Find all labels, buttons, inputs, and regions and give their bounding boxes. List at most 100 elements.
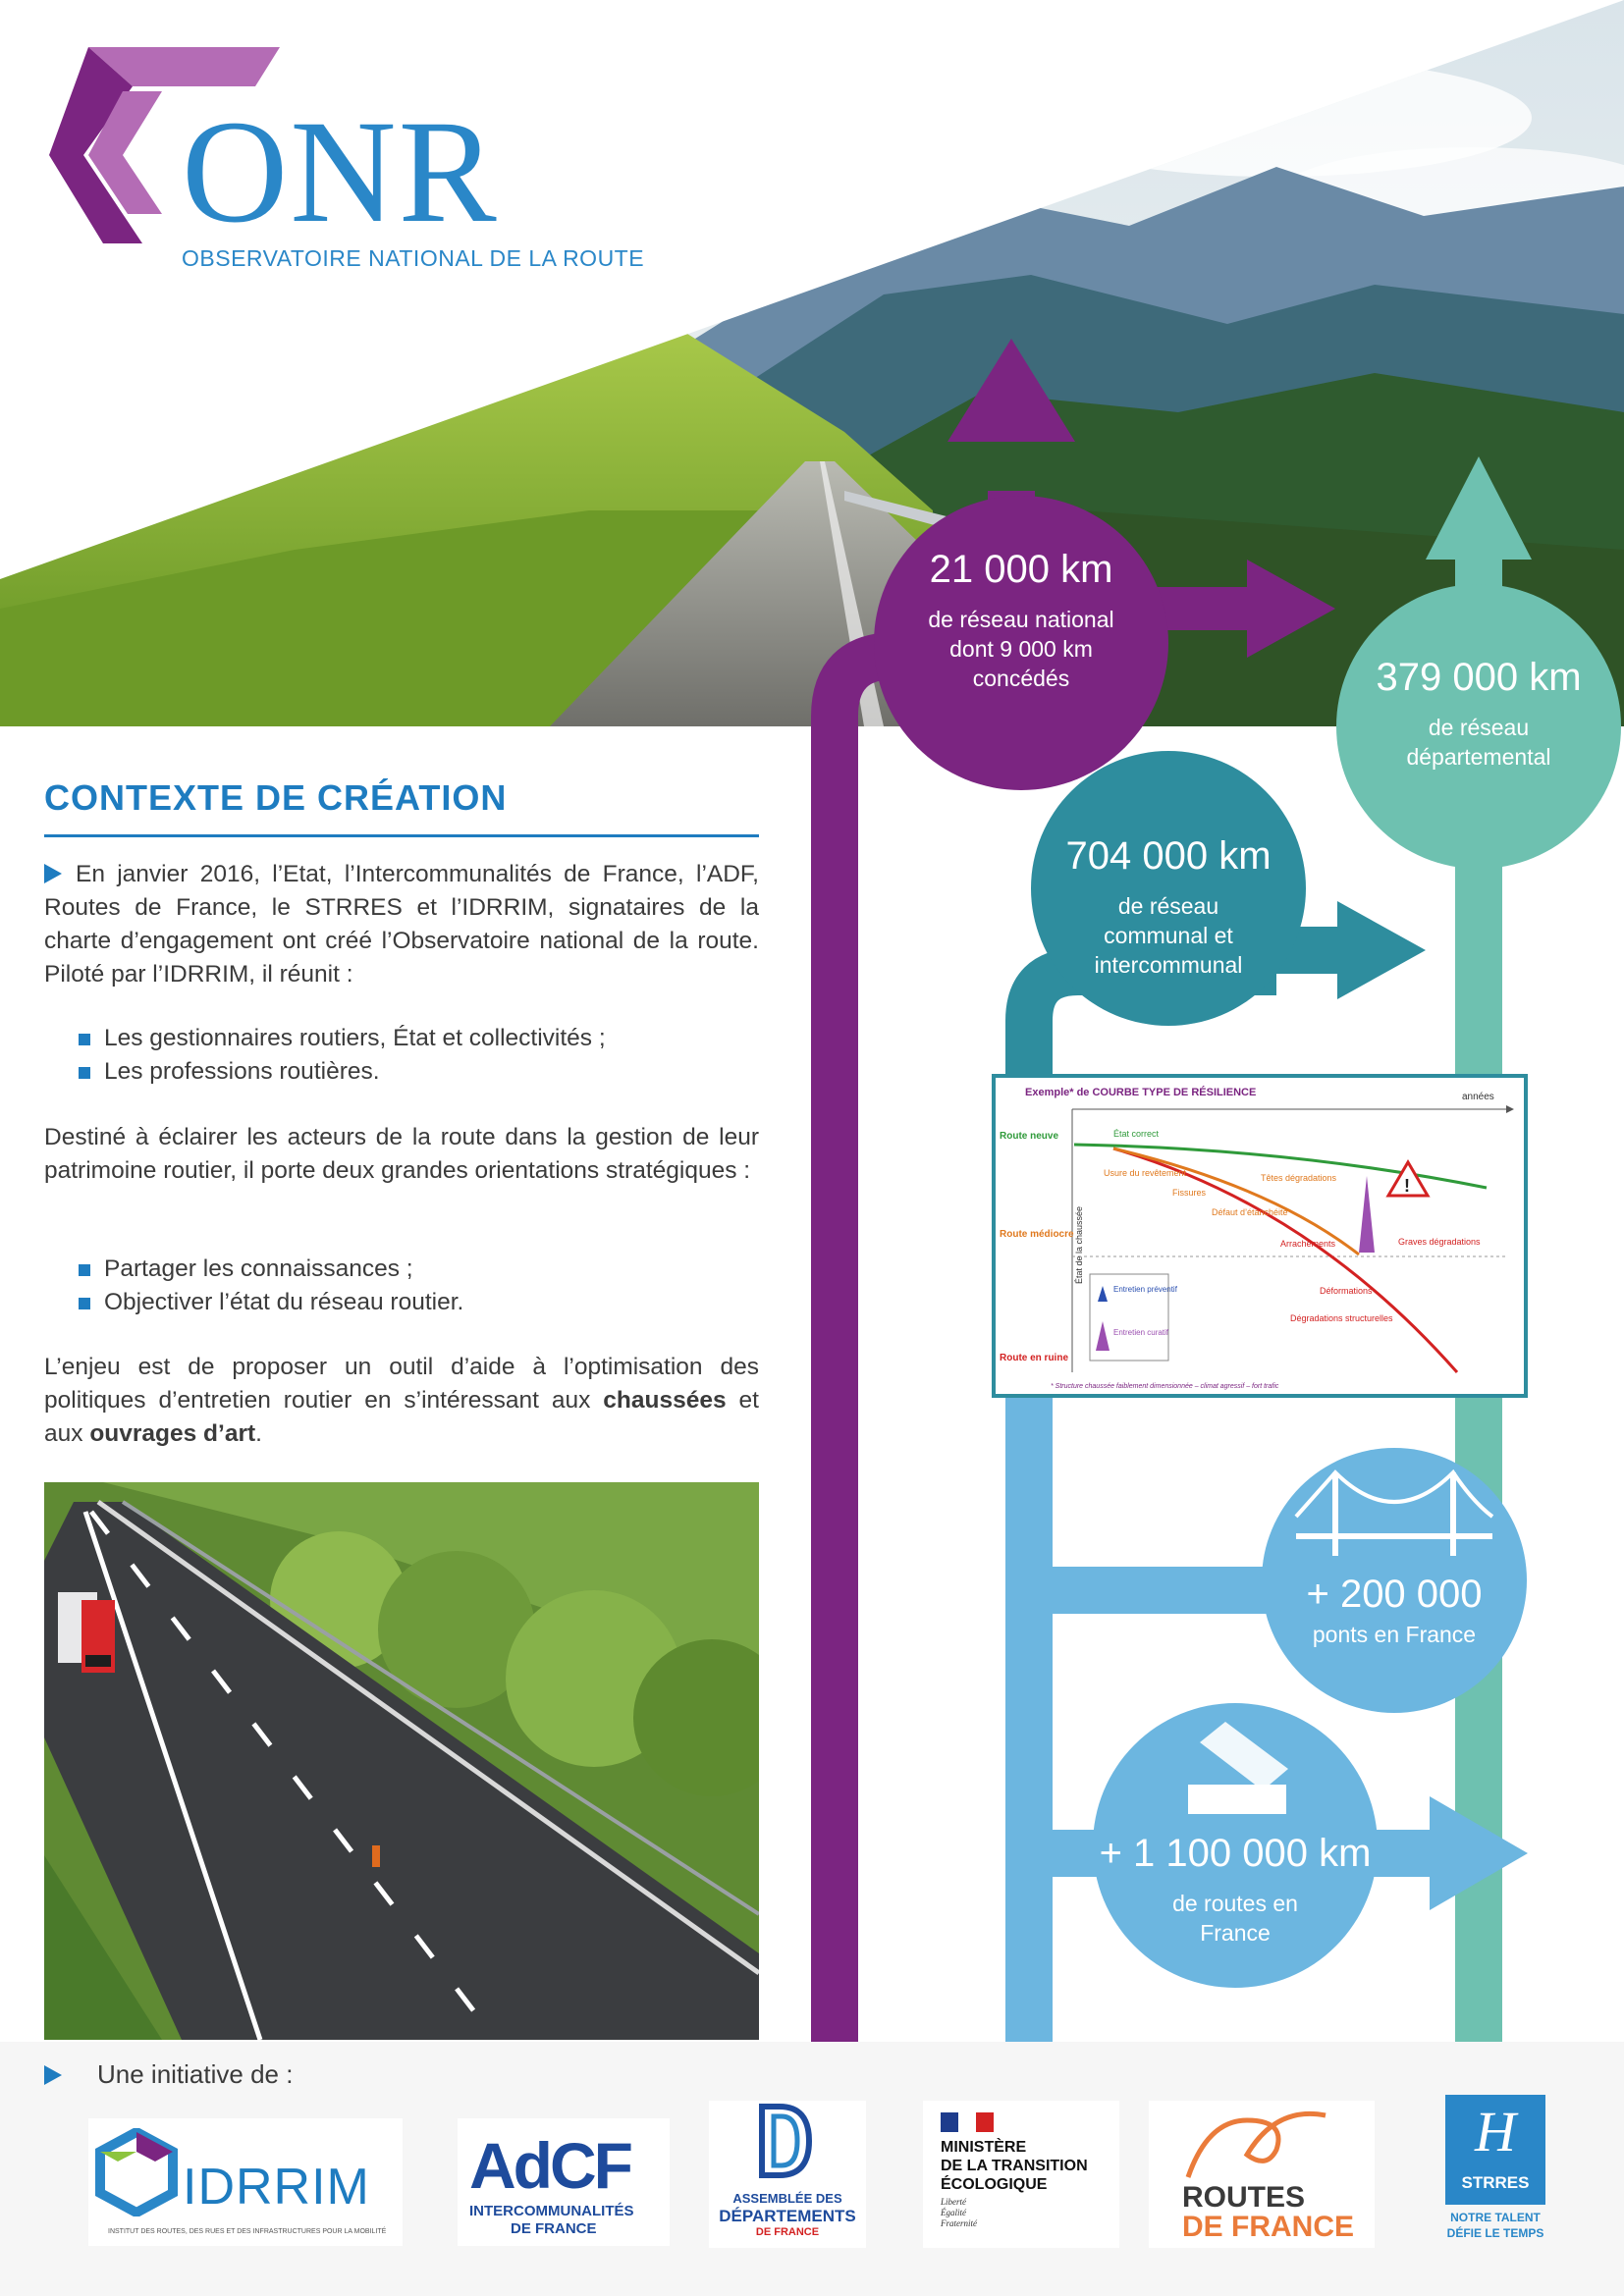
- routes-stat: + 1 100 000 km de routes en France: [1078, 1832, 1392, 1948]
- idrrim-logo: IDRRIM INSTITUT DES ROUTES, DES RUES ET …: [88, 2118, 403, 2246]
- marianne-flag-icon: [941, 2112, 994, 2132]
- adf-line3: DE FRANCE: [755, 2226, 820, 2238]
- degradation-curve: [1112, 1147, 1459, 1373]
- good-condition-curve: [1073, 1143, 1488, 1190]
- national-stat-value: 21 000 km: [929, 548, 1113, 591]
- issue-keyword-chaussees: chaussées: [603, 1387, 727, 1414]
- routes-de-france-swirl-icon: [1185, 2110, 1326, 2178]
- curve-label: Fissures: [1172, 1188, 1207, 1198]
- routes-stat-label: de routes en France: [1078, 1889, 1392, 1948]
- adcf-line2: DE FRANCE: [511, 2220, 597, 2237]
- curve-label: Déformations: [1320, 1286, 1373, 1296]
- adf-monogram-icon: [759, 2104, 813, 2178]
- preventive-arrow-icon: [1098, 1286, 1108, 1302]
- strres-line1: NOTRE TALENT: [1450, 2211, 1541, 2224]
- ministere-motto-line: Fraternité: [941, 2218, 977, 2228]
- curve-label: Graves dégradations: [1398, 1237, 1481, 1247]
- ministere-line: DE LA TRANSITION: [941, 2158, 1088, 2174]
- adcf-name: AdCF: [469, 2129, 633, 2202]
- communal-stat: 704 000 km de réseau communal et interco…: [1041, 834, 1296, 980]
- ministere-line: MINISTÈRE: [941, 2139, 1027, 2156]
- idrrim-name: IDRRIM: [183, 2159, 370, 2216]
- communal-stat-label-line: de réseau: [1117, 893, 1219, 919]
- play-arrow-icon: [44, 2065, 62, 2085]
- communal-stat-label-line: intercommunal: [1094, 952, 1243, 978]
- ministere-name: MINISTÈRE DE LA TRANSITION ÉCOLOGIQUE: [941, 2138, 1088, 2194]
- legend-label: Entretien curatif: [1113, 1328, 1169, 1337]
- departemental-stat-label: de réseau départemental: [1351, 713, 1606, 772]
- curative-arrow-icon: [1359, 1176, 1375, 1253]
- bridges-stat: + 200 000 ponts en France: [1276, 1573, 1512, 1649]
- section-title: CONTEXTE DE CRÉATION: [44, 777, 508, 818]
- list-item: Objectiver l’état du réseau routier.: [79, 1286, 766, 1319]
- resilience-footnote: * Structure chaussée faiblement dimensio…: [1051, 1383, 1279, 1390]
- idrrim-hexagon-icon: [95, 2128, 178, 2216]
- routes-stat-label-line: de routes en: [1172, 1891, 1298, 1916]
- curve-label: Dégradations structurelles: [1290, 1313, 1393, 1323]
- curve-label: État correct: [1113, 1129, 1160, 1139]
- communal-stat-label-line: communal et: [1104, 923, 1233, 948]
- list-item: Partager les connaissances ;: [79, 1253, 766, 1286]
- strres-line2: DÉFIE LE TEMPS: [1446, 2226, 1544, 2240]
- context-purpose: Destiné à éclairer les acteurs de la rou…: [44, 1124, 759, 1184]
- orientations-list: Partager les connaissances ; Objectiver …: [79, 1253, 766, 1319]
- departemental-stat-value: 379 000 km: [1376, 656, 1582, 699]
- strres-logo: H STRRES NOTRE TALENT DÉFIE LE TEMPS: [1441, 2091, 1549, 2258]
- issue-text: .: [255, 1420, 262, 1447]
- onr-logo-wordmark: ONR: [182, 90, 499, 253]
- adf-line2: DÉPARTEMENTS: [719, 2207, 856, 2225]
- ministere-logo: MINISTÈRE DE LA TRANSITION ÉCOLOGIQUE Li…: [923, 2101, 1119, 2248]
- road-cracks-icon: [1188, 1722, 1288, 1814]
- ministere-motto: Liberté Égalité Fraternité: [941, 2197, 977, 2229]
- warning-icon-mark: !: [1404, 1176, 1410, 1196]
- bridge-icon: [1294, 1468, 1494, 1556]
- resilience-chart: Exemple* de COURBE TYPE DE RÉSILIENCE an…: [1000, 1086, 1514, 1390]
- strres-h-icon: H: [1475, 2100, 1516, 2163]
- national-stat-label-line: dont 9 000 km: [949, 636, 1093, 662]
- routes-de-france-logo: ROUTES DE FRANCE: [1149, 2101, 1375, 2248]
- level-label: Route médiocre: [1000, 1229, 1074, 1240]
- ministere-motto-line: Égalité: [941, 2208, 966, 2217]
- strres-name: STRRES: [1461, 2173, 1530, 2192]
- resilience-chart-panel: Exemple* de COURBE TYPE DE RÉSILIENCE an…: [992, 1074, 1528, 1398]
- departemental-stat: 379 000 km de réseau départemental: [1351, 656, 1606, 772]
- departemental-network-road: [1455, 766, 1502, 2042]
- context-intro: En janvier 2016, l’Etat, l’Intercommunal…: [44, 858, 759, 991]
- idrrim-subtitle: INSTITUT DES ROUTES, DES RUES ET DES INF…: [108, 2228, 387, 2235]
- curative-arrow-icon: [1096, 1321, 1110, 1351]
- play-arrow-icon: [44, 864, 62, 883]
- level-label: Route neuve: [1000, 1131, 1058, 1142]
- curve-label: Têtes dégradations: [1261, 1173, 1337, 1183]
- legend-label: Entretien préventif: [1113, 1285, 1178, 1294]
- issue-text: L’enjeu est de proposer un outil d’aide …: [44, 1354, 759, 1414]
- curve-label: Arrachements: [1280, 1239, 1336, 1249]
- strres-badge: H STRRES: [1445, 2095, 1545, 2205]
- resilience-x-label: années: [1462, 1092, 1494, 1102]
- routes-de-france-line1: ROUTES: [1182, 2181, 1306, 2214]
- departemental-stat-label-line: départemental: [1406, 744, 1551, 770]
- communal-stat-label: de réseau communal et intercommunal: [1041, 891, 1296, 980]
- curve-label: Défaut d’étanchéité: [1212, 1207, 1288, 1217]
- national-stat-label-line: de réseau national: [928, 607, 1114, 632]
- routes-de-france-line2: DE FRANCE: [1182, 2211, 1355, 2243]
- national-stat: 21 000 km de réseau national dont 9 000 …: [874, 548, 1168, 693]
- ministere-line: ÉCOLOGIQUE: [941, 2176, 1048, 2193]
- members-list: Les gestionnaires routiers, État et coll…: [79, 1022, 766, 1089]
- departemental-stat-label-line: de réseau: [1428, 715, 1530, 740]
- onr-chevron-logo-icon: [49, 47, 280, 243]
- communal-stat-value: 704 000 km: [1065, 834, 1272, 878]
- curve-label: Usure du revêtement: [1104, 1168, 1187, 1178]
- issue-text: et aux: [44, 1387, 759, 1447]
- arrow-right-icon: [1337, 901, 1426, 999]
- national-stat-label-line: concédés: [972, 666, 1070, 691]
- resilience-y-label: État de la chaussée: [1074, 1206, 1084, 1284]
- adf-logo: ASSEMBLÉE DES DÉPARTEMENTS DE FRANCE: [709, 2101, 866, 2248]
- issue-keyword-ouvrages: ouvrages d’art: [89, 1420, 256, 1447]
- adf-line1: ASSEMBLÉE DES: [732, 2191, 842, 2206]
- initiative-label: Une initiative de :: [44, 2059, 293, 2090]
- level-label: Route en ruine: [1000, 1353, 1068, 1363]
- resilience-title: Exemple* de COURBE TYPE DE RÉSILIENCE: [1025, 1086, 1256, 1098]
- bridges-stat-value: + 200 000: [1306, 1573, 1483, 1616]
- title-divider: [44, 834, 759, 837]
- medium-degradation-curve: [1112, 1147, 1360, 1256]
